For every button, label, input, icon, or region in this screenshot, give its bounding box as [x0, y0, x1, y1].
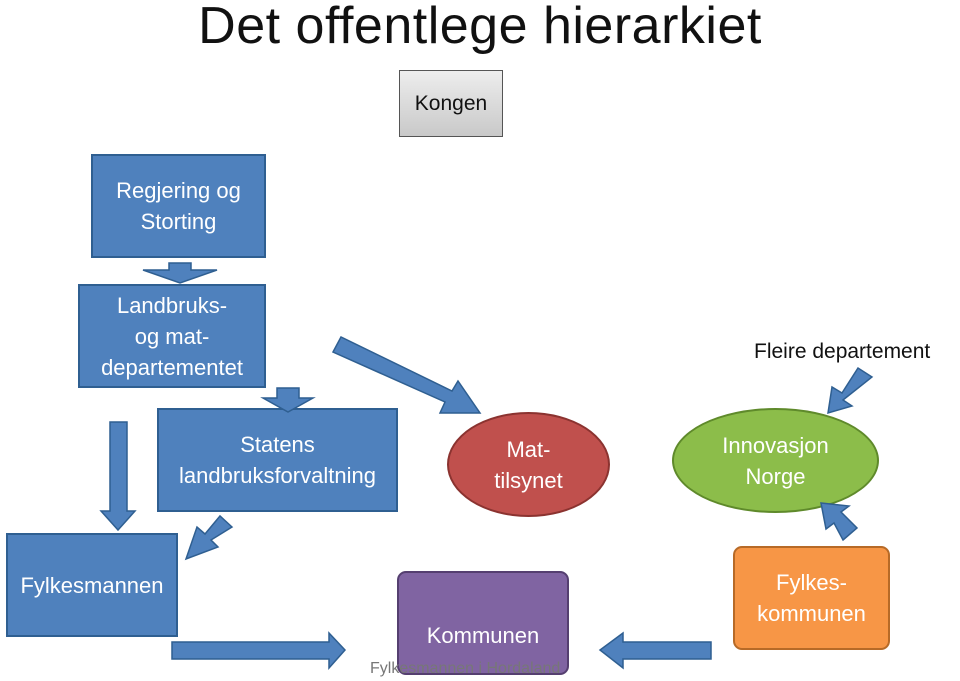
node-fylkesmannen-label: Fylkesmannen: [20, 572, 164, 598]
node-fylkeskommunen-line2: kommunen: [757, 601, 866, 626]
node-fylkeskommunen: Fylkes- kommunen: [733, 546, 890, 650]
node-kommunen-label: Kommunen: [426, 623, 540, 648]
footer-text: Fylkesmannen i Hordaland: [370, 660, 561, 677]
node-slf-line2: landbruksforvaltning: [179, 463, 376, 488]
arrow-fleire-departement-to-innovasjon: [827, 366, 874, 415]
node-regjering-og-storting: Regjering og Storting: [91, 154, 266, 258]
node-innovasjon-line2: Norge: [745, 463, 806, 489]
node-regjering-line2: Storting: [140, 209, 217, 234]
arrow-slf-to-fylkesmannen: [184, 514, 234, 561]
arrow-fylkeskommunen-to-innovasjon: [820, 502, 859, 542]
arrow-fylkesmannen-to-kommunen: [171, 631, 347, 670]
node-kongen-label: Kongen: [414, 92, 488, 115]
node-regjering-line1: Regjering og: [116, 178, 241, 203]
node-fylkeskommunen-line1: Fylkes-: [776, 570, 847, 595]
node-slf-line1: Statens: [240, 432, 315, 457]
node-innovasjon-line1: Innovasjon: [722, 432, 829, 458]
node-kongen: Kongen: [399, 70, 503, 137]
node-landbruksdep-line3: departementet: [101, 354, 243, 380]
node-fylkesmannen: Fylkesmannen: [6, 533, 178, 637]
node-kommunen: Kommunen: [397, 571, 569, 675]
node-landbruksdep-line2: og mat-: [134, 323, 210, 349]
node-landbruks-og-matdepartementet: Landbruks- og mat- departementet: [78, 284, 266, 388]
page-title: Det offentlege hierarkiet: [198, 0, 762, 55]
label-fleire-departement: Fleire departement: [754, 340, 931, 363]
arrow-departement-to-slf: [260, 387, 316, 413]
node-mattilsynet-line2: tilsynet: [494, 467, 563, 493]
arrow-regjering-to-departement: [142, 262, 218, 284]
arrow-departement-to-mattilsynet: [331, 336, 482, 414]
arrow-left-down-to-fylkesmannen: [99, 421, 137, 532]
node-statens-landbruksforvaltning: Statens landbruksforvaltning: [157, 408, 398, 512]
node-mattilsynet-line1: Mat-: [506, 436, 551, 462]
node-landbruksdep-line1: Landbruks-: [116, 292, 228, 318]
node-innovasjon-norge: Innovasjon Norge: [672, 408, 879, 513]
node-mattilsynet: Mat- tilsynet: [447, 412, 610, 517]
arrow-fylkeskommunen-to-kommunen: [598, 631, 712, 670]
